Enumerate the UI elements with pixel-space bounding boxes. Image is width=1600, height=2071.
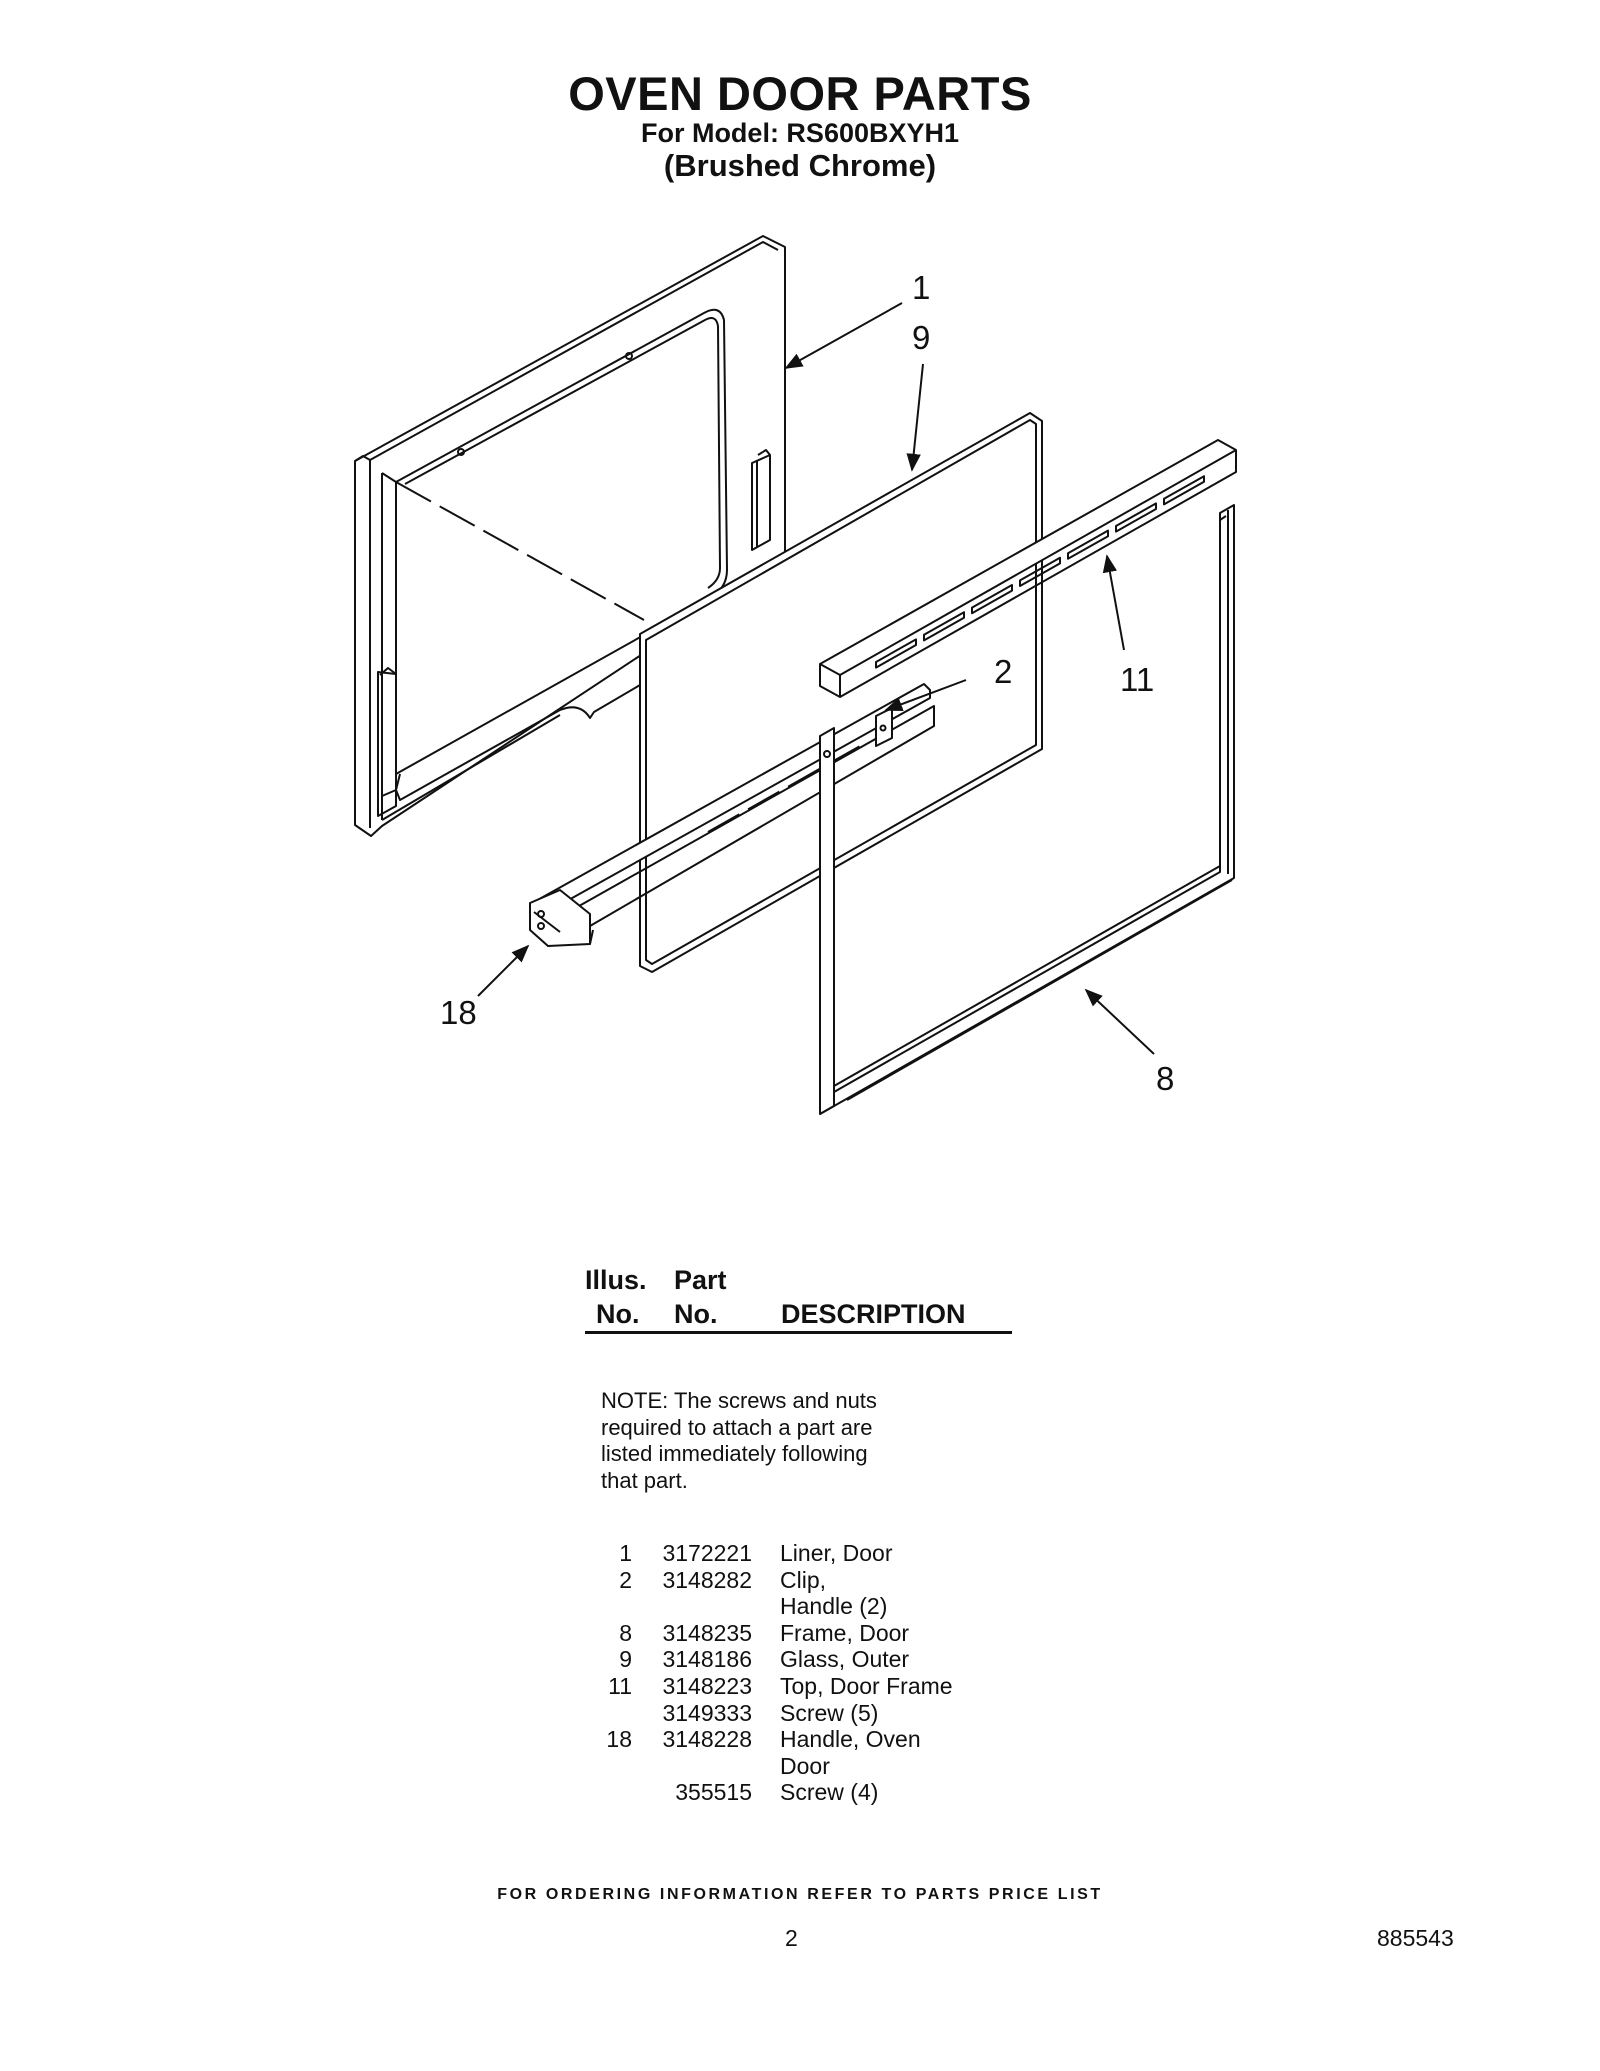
- part-number: 3148235: [662, 1619, 752, 1646]
- part-description: Door: [780, 1752, 830, 1779]
- part-number: 3148223: [662, 1672, 752, 1699]
- header-part-line1: Part: [674, 1265, 727, 1295]
- note-line: that part.: [601, 1467, 688, 1493]
- header-illus-line2: No.: [596, 1299, 640, 1329]
- part-number: 3149333: [662, 1699, 752, 1726]
- callout-2: 2: [994, 653, 1012, 690]
- illus-number: 9: [619, 1646, 632, 1673]
- part-description: Handle (2): [780, 1593, 888, 1620]
- part-number: 3148228: [662, 1726, 752, 1753]
- part-description: Glass, Outer: [780, 1646, 910, 1673]
- illus-number: 2: [619, 1566, 632, 1593]
- callout-8: 8: [1156, 1060, 1174, 1097]
- part-description: Handle, Oven: [780, 1726, 921, 1753]
- illus-number: 11: [608, 1672, 632, 1699]
- vent-slot: [971, 584, 1013, 615]
- illus-number: 18: [606, 1726, 632, 1753]
- callout-11: 11: [1120, 661, 1154, 698]
- ordering-footer: FOR ORDERING INFORMATION REFER TO PARTS …: [497, 1886, 1103, 1903]
- vent-slot: [1067, 529, 1109, 560]
- part-description: Screw (4): [780, 1779, 879, 1806]
- vent-slot: [1019, 556, 1061, 587]
- part-number: 355515: [675, 1779, 752, 1806]
- document-number: 885543: [1377, 1925, 1454, 1951]
- model-line: For Model: RS600BXYH1: [640, 118, 960, 148]
- vent-slot: [923, 611, 965, 642]
- part-description: Clip,: [780, 1566, 827, 1593]
- callout-9: 9: [912, 319, 930, 356]
- note-line: listed immediately following: [601, 1441, 868, 1466]
- part-number: 3148186: [662, 1646, 752, 1673]
- vent-slot: [1115, 502, 1157, 533]
- callout-arrows: [477, 302, 1155, 1055]
- vent-slot: [1163, 475, 1205, 506]
- vent-slot: [875, 638, 917, 669]
- part-description: Liner, Door: [780, 1540, 893, 1566]
- illus-number: 1: [619, 1540, 632, 1566]
- callout-18: 18: [440, 994, 477, 1031]
- header-description: DESCRIPTION: [781, 1299, 966, 1329]
- header-illus-line1: Illus.: [585, 1265, 647, 1295]
- part-description: Top, Door Frame: [780, 1672, 953, 1699]
- note-line: required to attach a part are: [601, 1414, 873, 1440]
- header-rule: [585, 1331, 1012, 1334]
- header-part-line2: No.: [674, 1299, 718, 1329]
- part-description: Frame, Door: [780, 1619, 910, 1646]
- page-title: OVEN DOOR PARTS: [568, 67, 1032, 120]
- part-number: 3148282: [662, 1566, 752, 1593]
- illus-number: 8: [619, 1619, 632, 1646]
- part-number: 3172221: [662, 1540, 752, 1566]
- note-line: NOTE: The screws and nuts: [601, 1388, 877, 1413]
- door-liner-part: [354, 235, 786, 837]
- part-description: Screw (5): [780, 1699, 879, 1726]
- door-frame-top-part: [819, 439, 1237, 698]
- callout-1: 1: [912, 269, 930, 306]
- door-frame-part: [819, 504, 1235, 1115]
- page-number: 2: [785, 1925, 798, 1951]
- parts-note: NOTE: The screws and nuts required to at…: [601, 1388, 877, 1494]
- exploded-parts-diagram: 1 9 2 11 18 8: [354, 235, 1237, 1115]
- finish-line: (Brushed Chrome): [663, 148, 937, 183]
